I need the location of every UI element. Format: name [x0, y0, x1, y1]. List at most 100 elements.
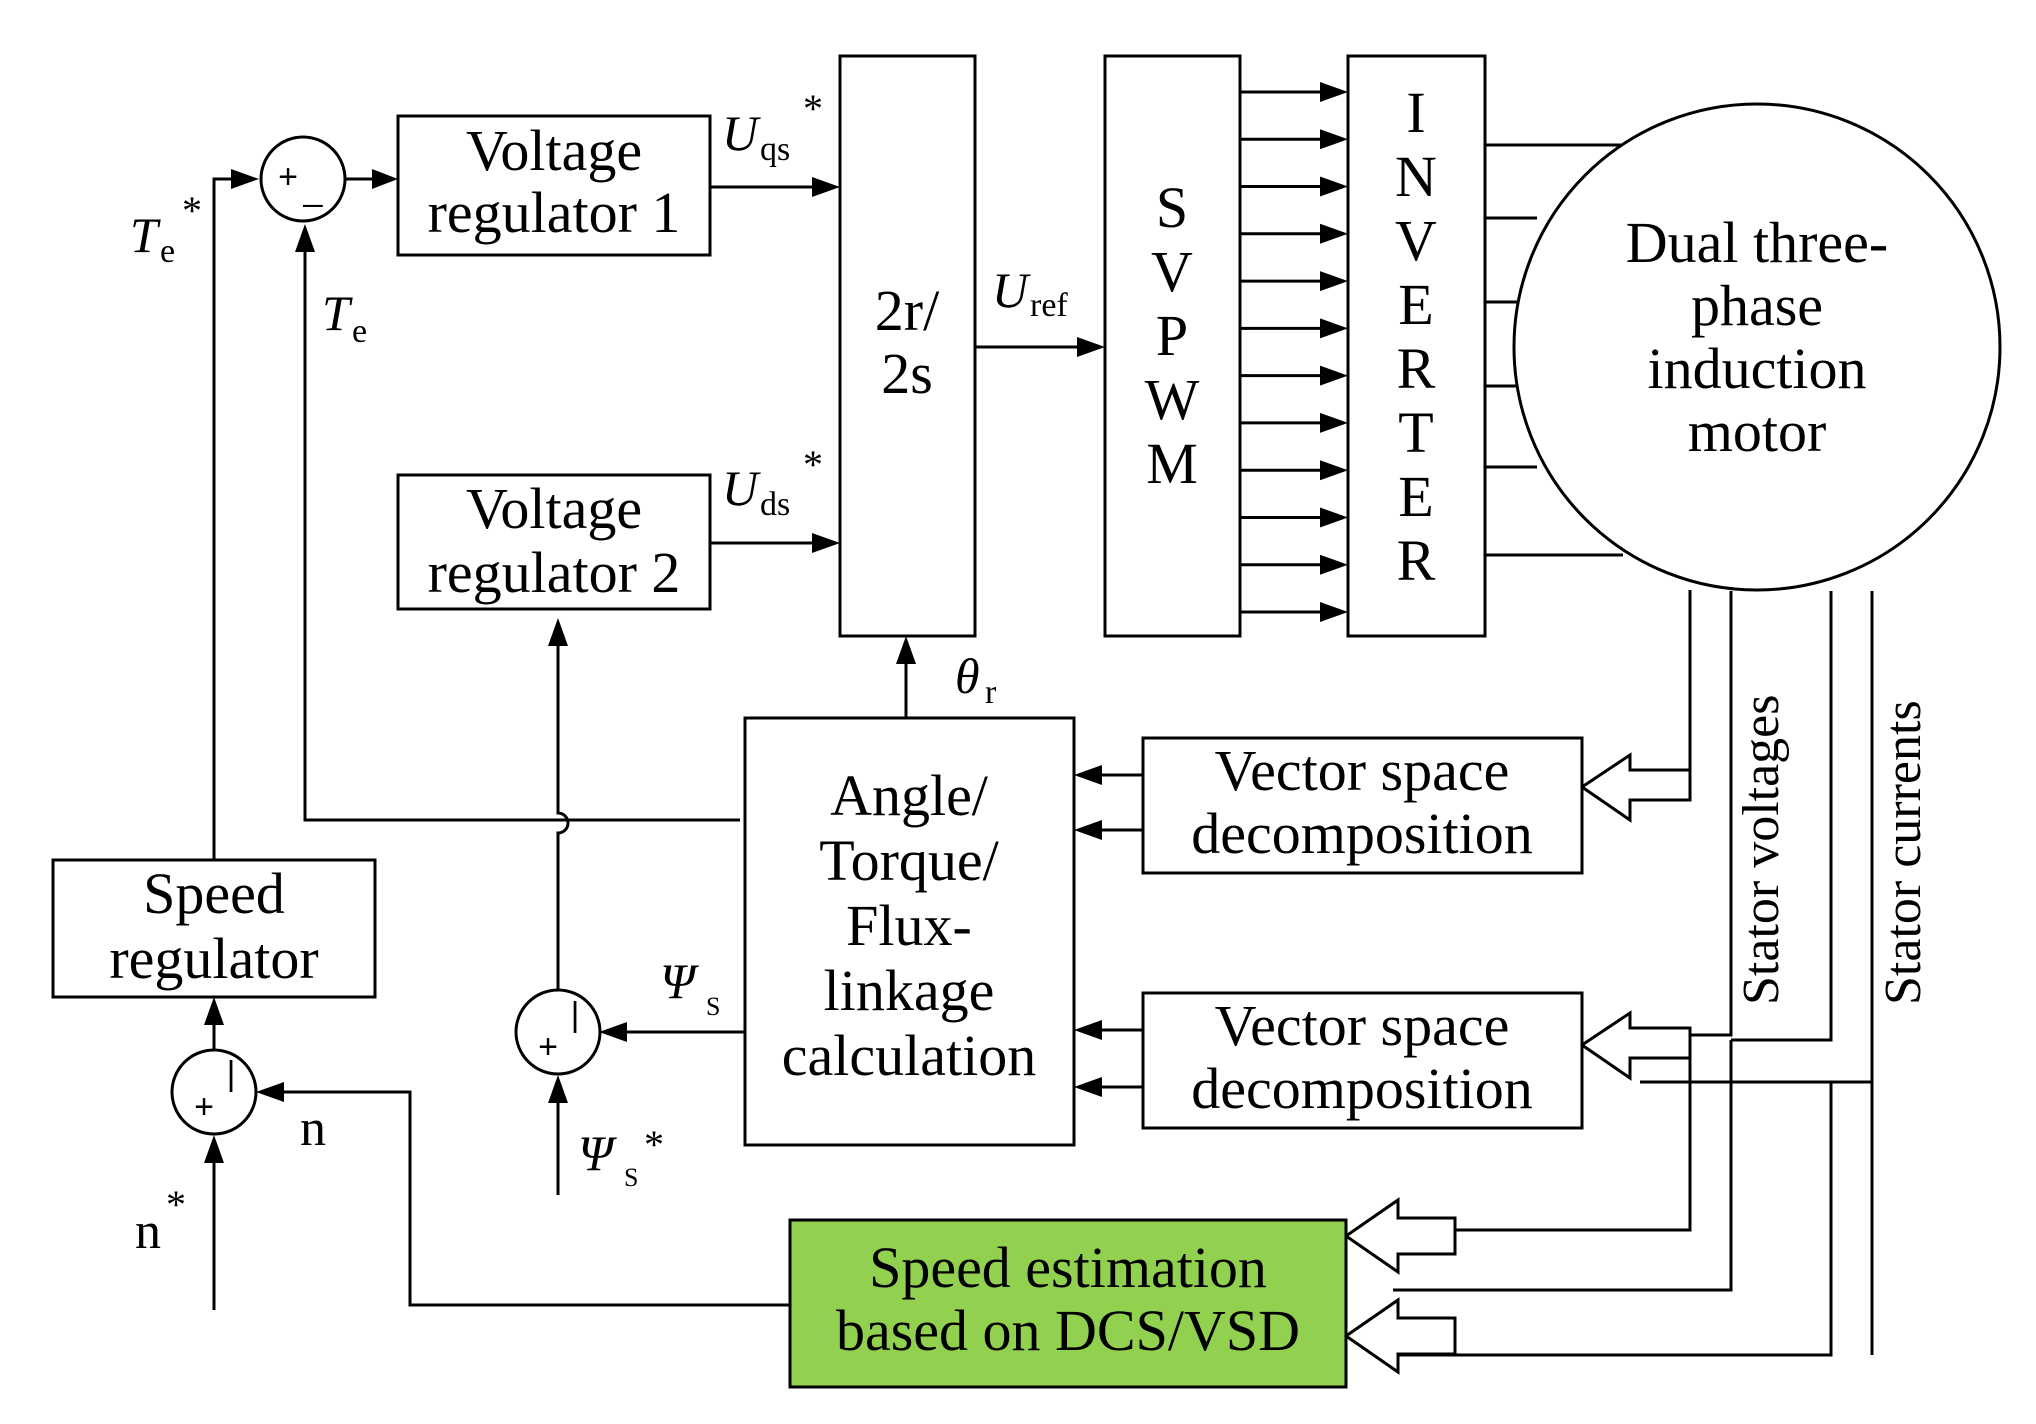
arrow-sum-speed-reg	[204, 997, 224, 1025]
gate-arrow-3	[1320, 223, 1348, 244]
label-te: T e	[322, 285, 367, 350]
te-main: T	[322, 285, 353, 341]
block-vector-space-decomposition-bottom: Vector space decomposition	[1141, 991, 1584, 1130]
torque-sum-plus: +	[278, 158, 298, 196]
svpwm-letter-0: S	[1156, 175, 1188, 240]
vsd-top-line-2: decomposition	[1191, 801, 1533, 866]
calc-line-2: Torque/	[819, 828, 999, 893]
vsd-bottom-line-1: Vector space	[1215, 993, 1510, 1058]
block-2r-2s: 2r/ 2s	[838, 54, 977, 638]
uds-sup: *	[803, 442, 823, 487]
block-voltage-regulator-2: Voltage regulator 2	[396, 473, 712, 611]
label-psi-s: Ψ S	[660, 953, 720, 1021]
label-stator-currents: Stator currents	[1875, 700, 1932, 1005]
speed-sum-plus: +	[194, 1088, 214, 1126]
psi-s-ref-main: Ψ	[578, 1125, 617, 1181]
label-uqs: U qs *	[722, 86, 823, 168]
gate-arrow-5	[1320, 318, 1348, 339]
arrow-vsd-top-a	[1074, 765, 1102, 785]
calc-line-5: calculation	[782, 1023, 1036, 1088]
inverter-letter-7: R	[1397, 528, 1436, 593]
summing-junction-speed: + |	[170, 1048, 258, 1136]
hollow-arrow-vsd-bottom	[1579, 1010, 1692, 1081]
block-speed-regulator: Speed regulator	[51, 858, 377, 999]
inverter-letter-3: E	[1398, 272, 1433, 337]
arrow-vsd-bot-a	[1074, 1020, 1102, 1040]
arrow-vsd-bot-b	[1074, 1077, 1102, 1097]
vr2-line-1: Voltage	[466, 476, 642, 541]
te-ref-main: T	[130, 207, 161, 263]
te-ref-sub: e	[160, 233, 175, 270]
arrow-n-feedback	[256, 1082, 284, 1102]
speed-regulator-line-2: regulator	[109, 926, 318, 991]
gate-arrow-9	[1320, 507, 1348, 528]
vr1-line-2: regulator 1	[428, 180, 681, 245]
label-psi-s-ref: Ψ S *	[578, 1122, 664, 1192]
gate-arrow-8	[1320, 460, 1348, 481]
psi-s-ref-sup: *	[644, 1122, 664, 1167]
arrow-flux-vr2	[548, 618, 568, 646]
label-n: n	[300, 1100, 326, 1157]
speed-estimation-line-1: Speed estimation	[869, 1235, 1267, 1300]
hollow-arrow-estimator-2	[1343, 1297, 1457, 1375]
wire-n-feedback	[280, 1090, 790, 1307]
motor-line-4: motor	[1688, 399, 1827, 464]
hollow-arrows	[1343, 752, 1692, 1375]
label-uds: U ds *	[722, 442, 823, 523]
arrow-psi-s	[599, 1022, 627, 1042]
block-speed-estimation: Speed estimation based on DCS/VSD	[788, 1218, 1348, 1389]
theta-main: θ	[955, 648, 980, 704]
calc-line-3: Flux-	[846, 893, 972, 958]
inverter-letter-1: N	[1395, 144, 1437, 209]
psi-s-sub: S	[706, 992, 720, 1021]
gate-arrow-6	[1320, 365, 1348, 386]
n-ref-sup: *	[166, 1182, 186, 1227]
speed-sum-minus: |	[227, 1055, 236, 1093]
calc-line-4: linkage	[824, 958, 995, 1023]
block-angle-torque-flux-calculation: Angle/ Torque/ Flux- linkage calculation	[743, 716, 1076, 1147]
inverter-letter-4: R	[1397, 336, 1436, 401]
hollow-arrow-vsd-top	[1579, 752, 1692, 823]
psi-s-ref-sub: S	[624, 1163, 638, 1192]
vsd-bottom-line-2: decomposition	[1191, 1056, 1533, 1121]
phase-lines	[1485, 143, 1623, 557]
arrow-uds	[812, 533, 840, 553]
n-ref-main: n	[135, 1203, 161, 1260]
measurement-lines	[1393, 590, 1874, 1357]
arrow-n-ref	[204, 1135, 224, 1163]
motor-line-1: Dual three-	[1626, 210, 1888, 275]
gate-arrow-4	[1320, 271, 1348, 292]
arrow-psi-s-ref	[548, 1075, 568, 1103]
arrow-uref	[1077, 337, 1105, 357]
arrow-sum-vr1	[372, 169, 398, 189]
vr1-line-1: Voltage	[466, 118, 642, 183]
gate-arrow-7	[1320, 412, 1348, 433]
transform-line-1: 2r/	[875, 278, 940, 343]
gate-arrow-10	[1320, 554, 1348, 575]
calc-line-1: Angle/	[830, 763, 989, 828]
gate-arrow-1	[1320, 129, 1348, 150]
transform-line-2: 2s	[881, 341, 933, 406]
torque-sum-minus: _	[303, 170, 324, 208]
svpwm-letter-2: P	[1156, 303, 1188, 368]
wire-flux-vr2	[556, 646, 570, 990]
te-ref-sup: *	[182, 188, 202, 233]
svpwm-letter-3: W	[1145, 367, 1200, 432]
psi-s-main: Ψ	[660, 953, 699, 1009]
label-theta: θ r	[955, 648, 997, 711]
inverter-letter-6: E	[1398, 464, 1433, 529]
label-uref: U ref	[992, 262, 1068, 324]
block-motor: Dual three- phase induction motor	[1512, 102, 2002, 592]
motor-line-3: induction	[1647, 336, 1866, 401]
signal-lines	[204, 169, 1143, 1310]
inverter-letter-0: I	[1406, 80, 1425, 145]
label-te-ref: T e *	[130, 188, 202, 270]
svpwm-letter-4: M	[1146, 431, 1198, 496]
motor-line-2: phase	[1691, 273, 1823, 338]
vr2-line-2: regulator 2	[428, 540, 681, 605]
wire-te-ref	[212, 177, 253, 860]
arrow-vsd-top-b	[1074, 820, 1102, 840]
gate-arrow-2	[1320, 176, 1348, 197]
speed-estimation-line-2: based on DCS/VSD	[836, 1298, 1300, 1363]
